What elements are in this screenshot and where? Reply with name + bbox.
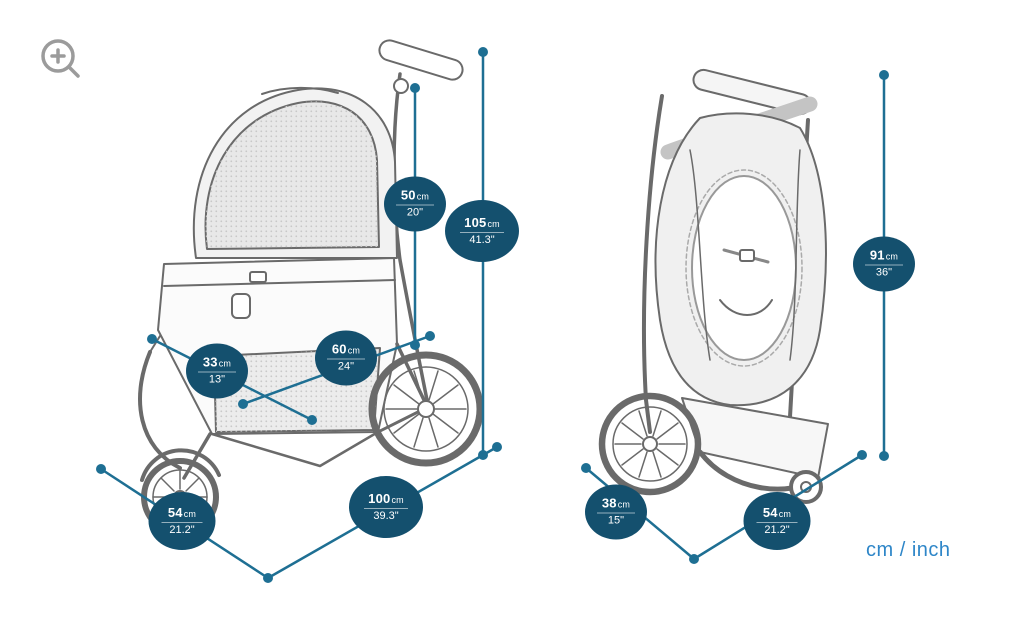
badge-width-33cm: 33cm 13" bbox=[186, 343, 248, 399]
badge-divider bbox=[756, 521, 798, 523]
badge-height-105cm: 105cm 41.3" bbox=[445, 200, 519, 262]
measurement-unit: cm bbox=[885, 251, 899, 262]
open-canopy-vent bbox=[261, 86, 339, 95]
badge-divider bbox=[396, 204, 434, 206]
measurement-inch: 39.3" bbox=[373, 509, 399, 522]
measurement-unit: cm bbox=[218, 358, 232, 369]
measurement-inch: 15" bbox=[607, 514, 625, 527]
badge-width-54cm-open: 54cm 21.2" bbox=[148, 492, 216, 550]
open-front-bumper bbox=[138, 350, 182, 470]
open-bumper-link bbox=[149, 335, 161, 353]
measurement-inch: 20" bbox=[406, 206, 424, 219]
measurement-value: 60 bbox=[331, 341, 347, 357]
badge-length-100cm: 100cm 39.3" bbox=[349, 476, 423, 538]
measurement-value: 100 bbox=[368, 490, 391, 506]
badge-divider bbox=[198, 371, 236, 373]
badge-folded-width-38cm: 38cm 15" bbox=[585, 484, 647, 540]
open-buckle bbox=[249, 271, 267, 283]
measurement-value: 38 bbox=[601, 495, 617, 511]
unit-caption: cm / inch bbox=[866, 539, 951, 561]
folded-left-tube bbox=[641, 94, 664, 434]
measurement-value: 105 bbox=[464, 214, 487, 230]
open-canopy-mesh-texture bbox=[205, 101, 379, 250]
badge-folded-height-91cm: 91cm 36" bbox=[853, 236, 915, 292]
open-handle-joint bbox=[393, 78, 409, 94]
measurement-cm: 60cm bbox=[332, 343, 360, 357]
badge-divider bbox=[459, 231, 505, 233]
badge-length-60cm: 60cm 24" bbox=[315, 330, 377, 386]
measurement-inch: 13" bbox=[208, 373, 226, 386]
zoom-icon[interactable] bbox=[41, 39, 80, 78]
measurement-unit: cm bbox=[183, 508, 197, 519]
open-d-ring bbox=[231, 293, 251, 319]
measurement-inch: 21.2" bbox=[764, 523, 790, 536]
badge-divider bbox=[597, 512, 635, 514]
folded-fold-line-left bbox=[689, 149, 711, 361]
measurement-inch: 36" bbox=[875, 266, 893, 279]
measurement-unit: cm bbox=[391, 494, 404, 505]
measurement-cm: 100cm bbox=[368, 492, 404, 506]
measurement-inch: 41.3" bbox=[469, 233, 495, 246]
open-front-fender bbox=[140, 448, 221, 482]
measurement-value: 54 bbox=[167, 504, 183, 520]
measurement-cm: 54cm bbox=[168, 506, 196, 520]
measurement-unit: cm bbox=[617, 499, 631, 510]
measurement-value: 91 bbox=[869, 247, 885, 263]
stroller-open-illustration bbox=[138, 39, 484, 536]
open-undercarriage bbox=[210, 430, 380, 468]
measurement-cm: 33cm bbox=[203, 356, 231, 370]
measurement-unit: cm bbox=[487, 218, 500, 229]
open-rear-spokes bbox=[385, 370, 467, 448]
badge-canopy-50cm: 50cm 20" bbox=[384, 176, 446, 232]
badge-divider bbox=[161, 521, 203, 523]
folded-fold-line-right bbox=[789, 149, 801, 361]
badge-divider bbox=[865, 264, 903, 266]
measurement-cm: 50cm bbox=[401, 189, 429, 203]
measurement-inch: 24" bbox=[337, 360, 355, 373]
open-rear-frame-tube bbox=[392, 72, 429, 402]
measurement-cm: 38cm bbox=[602, 497, 630, 511]
open-handlebar bbox=[378, 39, 464, 81]
measurement-inch: 21.2" bbox=[169, 523, 195, 536]
badge-divider bbox=[363, 507, 409, 509]
folded-belt-buckle bbox=[739, 249, 755, 262]
folded-seat-pad bbox=[719, 299, 773, 316]
measurement-value: 54 bbox=[762, 504, 778, 520]
measurement-unit: cm bbox=[347, 345, 361, 356]
measurement-cm: 91cm bbox=[870, 249, 898, 263]
folded-opening-trim bbox=[685, 169, 803, 367]
open-rear-wheel bbox=[368, 351, 484, 467]
measurement-value: 33 bbox=[202, 354, 218, 370]
measurement-value: 50 bbox=[400, 187, 416, 203]
folded-basket bbox=[681, 397, 829, 479]
measurement-unit: cm bbox=[416, 191, 430, 202]
badge-folded-length-54cm: 54cm 21.2" bbox=[743, 492, 811, 550]
measurement-cm: 54cm bbox=[763, 506, 791, 520]
measurement-cm: 105cm bbox=[464, 216, 500, 230]
badge-divider bbox=[327, 358, 365, 360]
folded-front-wheel bbox=[598, 392, 702, 496]
open-rear-strut-b bbox=[376, 410, 420, 434]
measurement-unit: cm bbox=[778, 508, 792, 519]
open-cabin-band bbox=[163, 279, 396, 287]
folded-front-spokes bbox=[614, 410, 686, 478]
folded-opening bbox=[691, 175, 797, 361]
stroller-folded-illustration bbox=[598, 68, 829, 504]
